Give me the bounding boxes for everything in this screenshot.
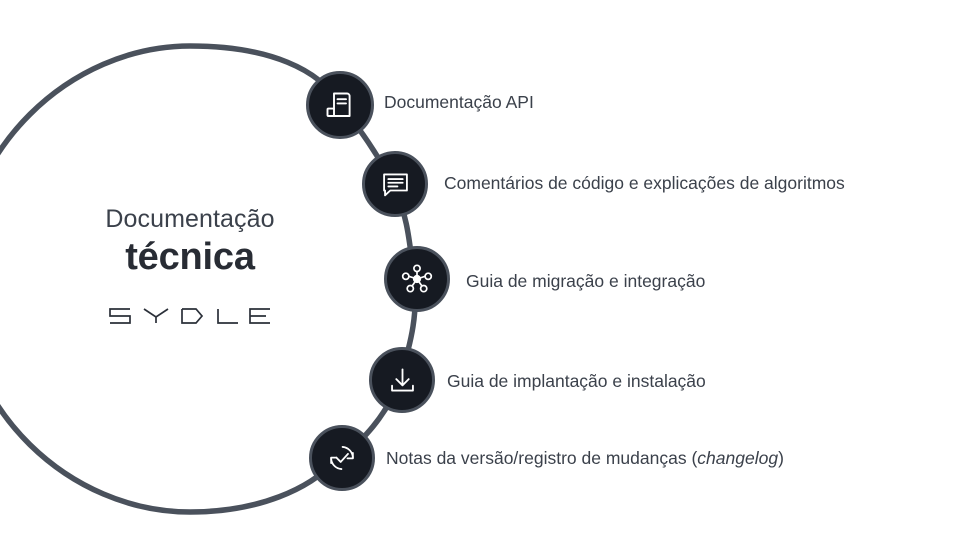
comment-bubble-icon bbox=[382, 173, 408, 196]
node-comentarios-codigo[interactable] bbox=[362, 151, 428, 217]
label-guia-implantacao: Guia de implantação e instalação bbox=[447, 371, 706, 391]
center-title-block: Documentação técnica bbox=[40, 205, 340, 329]
center-title-line2: técnica bbox=[125, 235, 255, 278]
label-notas-versao: Notas da versão/registro de mudanças (ch… bbox=[386, 447, 784, 470]
center-title-line1: Documentação bbox=[105, 205, 275, 233]
label-notas-versao-suffix: ) bbox=[778, 448, 784, 468]
label-guia-migracao: Guia de migração e integração bbox=[466, 271, 706, 291]
label-notas-versao-italic: changelog bbox=[697, 448, 779, 468]
download-tray-icon bbox=[390, 367, 414, 391]
label-documentacao-api: Documentação API bbox=[384, 92, 534, 112]
outer-circle-arc bbox=[0, 43, 343, 515]
sydle-logo bbox=[40, 305, 340, 329]
node-documentacao-api[interactable] bbox=[306, 71, 374, 139]
node-guia-implantacao[interactable] bbox=[369, 347, 435, 413]
network-hub-icon bbox=[401, 264, 433, 293]
node-guia-migracao[interactable] bbox=[384, 246, 450, 312]
sydle-wordmark-icon bbox=[109, 308, 270, 325]
sync-check-icon bbox=[330, 446, 354, 470]
label-comentarios-codigo: Comentários de código e explicações de a… bbox=[444, 173, 845, 193]
scroll-document-icon bbox=[326, 92, 351, 117]
label-notas-versao-prefix: Notas da versão/registro de mudanças ( bbox=[386, 448, 698, 468]
network-center-node bbox=[412, 274, 422, 284]
node-notas-versao[interactable] bbox=[309, 425, 375, 491]
